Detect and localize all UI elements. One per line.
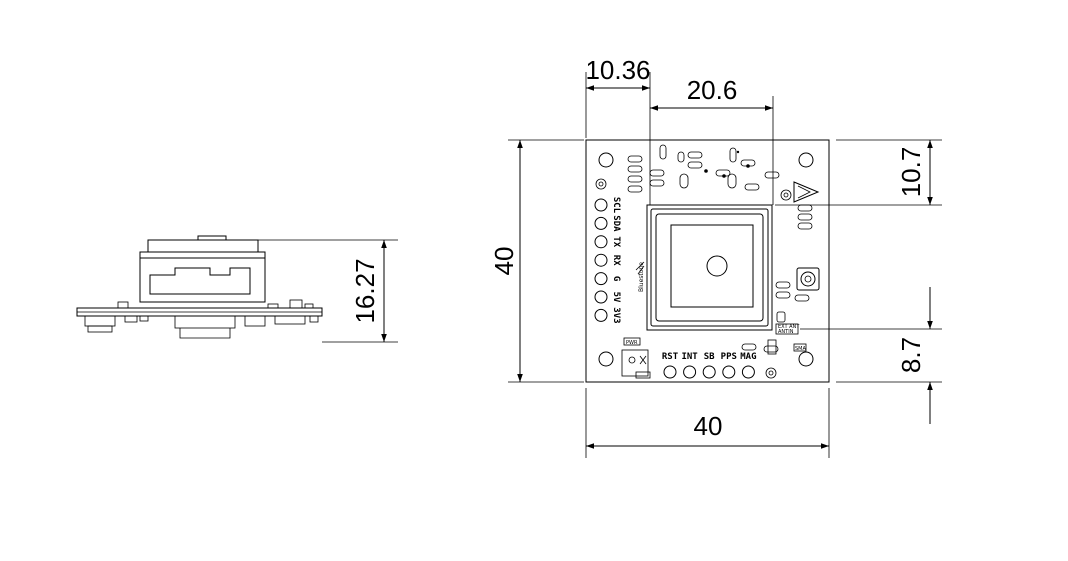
pin-pad — [683, 365, 697, 379]
pin-label: TX — [611, 236, 621, 247]
pin-label: PPS — [721, 352, 737, 362]
pin-label: RX — [611, 255, 621, 266]
pwr-jumper: PWR — [621, 337, 651, 379]
side-antenna-tab — [197, 235, 227, 241]
pin-pad — [594, 308, 608, 322]
brand-text: Bluestone — [638, 262, 645, 292]
gps-antenna-outer — [646, 204, 773, 331]
pin-pad — [594, 216, 608, 230]
mounting-hole — [598, 351, 614, 367]
side-antenna-profile — [149, 267, 251, 295]
pin-label: SB — [704, 352, 715, 362]
dim-side-height: 16.27 — [350, 258, 380, 323]
pin-pad — [741, 365, 755, 379]
pin-pad — [594, 290, 608, 304]
pin-label: 3V3 — [611, 307, 621, 323]
pin-pad — [594, 198, 608, 212]
jumper-label: SMA — [795, 346, 806, 352]
pin-label: SDA — [611, 215, 621, 232]
top-view-dimensions: 10.36 20.6 40 40 10.7 8.7 — [489, 55, 942, 458]
pin-pad — [702, 365, 716, 379]
pin-label: SCL — [611, 197, 621, 214]
mounting-hole — [798, 351, 814, 367]
dim-antenna-width: 20.6 — [687, 75, 738, 105]
dim-left-offset: 10.36 — [585, 55, 650, 85]
gps-antenna-patch — [670, 224, 754, 308]
pin-label: INT — [681, 352, 698, 362]
board-outline — [585, 139, 830, 383]
side-antenna-inner — [139, 257, 266, 302]
mounting-hole — [598, 152, 614, 168]
pin-pad — [722, 365, 736, 379]
dim-board-width: 40 — [694, 411, 723, 441]
pin-label: RST — [662, 352, 679, 362]
pin-pad — [594, 253, 608, 267]
arrow-logo-icon — [793, 181, 820, 203]
ant-in-label: ANTIN — [778, 329, 794, 335]
gps-antenna-feed — [706, 255, 728, 277]
pin-pad — [594, 235, 608, 249]
pin-label: MAG — [740, 352, 756, 362]
ufl-connector — [796, 267, 820, 291]
ext-ant-label: EXT ANT — [778, 324, 800, 330]
dim-board-height: 40 — [489, 247, 519, 276]
dim-bottom-offset: 8.7 — [896, 337, 926, 373]
side-view: 16.27 — [76, 235, 398, 343]
side-antenna-top — [147, 239, 259, 253]
mounting-hole — [798, 152, 814, 168]
pin-pad — [663, 365, 677, 379]
pwr-label: PWR — [626, 340, 638, 346]
pin-label: G — [611, 276, 621, 281]
smd-components — [627, 144, 813, 353]
pin-pad — [594, 272, 608, 286]
pin-label: 5V — [611, 292, 621, 303]
dim-top-offset: 10.7 — [896, 147, 926, 198]
